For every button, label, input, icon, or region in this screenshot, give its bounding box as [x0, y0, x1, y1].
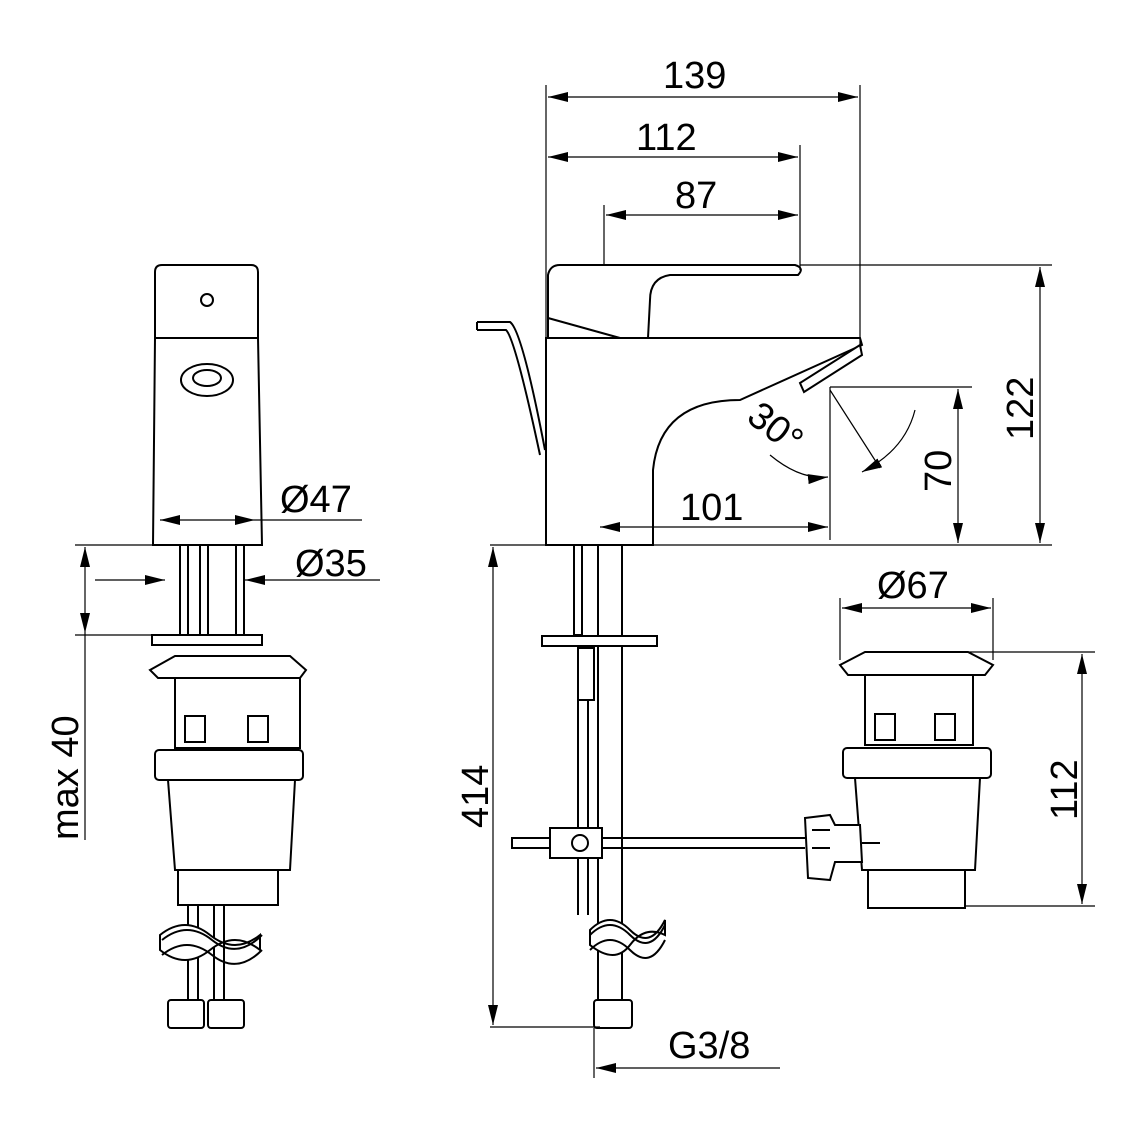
- shanks: [179, 545, 245, 640]
- lever-connector: [803, 813, 864, 882]
- waste-window: [934, 713, 956, 741]
- dim-waste-diameter: Ø67: [877, 565, 949, 607]
- dim-outlet-height: 70: [918, 450, 960, 492]
- clamp: [549, 827, 603, 859]
- break-line-side: [589, 924, 666, 944]
- side-view: [476, 264, 864, 1029]
- screw-icon: [571, 834, 589, 852]
- side-view-dimensions: 139 112 87 122 70 30° 101 414 G3/8: [455, 55, 1052, 1078]
- handle-side: [547, 264, 802, 339]
- waste-window: [247, 715, 269, 743]
- hose-nut: [207, 999, 245, 1029]
- pop-up-lever: [477, 321, 546, 451]
- break-mask-front: [159, 924, 261, 961]
- waste-housing-front: [166, 779, 297, 871]
- dim-total-length: 139: [663, 55, 726, 97]
- dim-handle-length: 112: [636, 117, 697, 159]
- threaded-rod: [573, 544, 583, 636]
- waste-body: [864, 674, 974, 746]
- outlet: [798, 343, 864, 394]
- body-front: [151, 337, 264, 546]
- waste-housing: [853, 777, 982, 871]
- front-view-dimensions: Ø47 Ø35 max 40: [45, 479, 380, 840]
- waste-window: [184, 715, 206, 743]
- aerator-ring: [180, 363, 234, 397]
- dim-waste-height: 112: [1044, 759, 1086, 820]
- mounting-plate: [151, 634, 263, 646]
- dim-spout-reach: 87: [675, 175, 717, 217]
- indicator-dot-icon: [200, 293, 214, 307]
- break-mask-side: [589, 919, 666, 956]
- lift-rod-end: [511, 837, 551, 849]
- break-line-front: [161, 944, 263, 965]
- dim-hose-length: 414: [455, 765, 497, 828]
- waste-cap-front: [148, 655, 308, 679]
- rod-nut: [577, 647, 595, 701]
- waste-cap: [838, 651, 995, 676]
- dim-max-deck: max 40: [45, 715, 87, 840]
- dim-connection-thread: G3/8: [668, 1025, 750, 1067]
- pop-up-lever-edge: [477, 329, 541, 456]
- hose-nut: [167, 999, 205, 1029]
- front-view: [148, 264, 308, 1029]
- dim-total-height: 122: [1000, 377, 1042, 440]
- break-line-front: [161, 929, 263, 950]
- handle-front: [154, 264, 259, 339]
- dim-spray-angle: 30°: [739, 394, 810, 462]
- handle-edge: [547, 317, 621, 339]
- waste-flange-front: [154, 749, 304, 781]
- waste-body-front: [174, 677, 301, 749]
- waste-view: [803, 651, 995, 909]
- waste-outlet-front: [177, 869, 279, 906]
- waste-window: [874, 713, 896, 741]
- waste-outlet: [867, 869, 966, 909]
- dim-outlet-distance: 101: [680, 487, 743, 529]
- break-line-side: [589, 939, 666, 959]
- mounting-plate-side: [541, 635, 658, 647]
- dim-body-diameter: Ø47: [280, 479, 352, 521]
- body-side: [545, 337, 864, 546]
- waste-view-dimensions: Ø67 112: [839, 565, 1095, 907]
- hose-nut-side: [593, 999, 633, 1029]
- aerator-inner-ring: [192, 369, 222, 387]
- dim-shank-diameter: Ø35: [295, 543, 367, 585]
- waste-flange: [842, 747, 992, 779]
